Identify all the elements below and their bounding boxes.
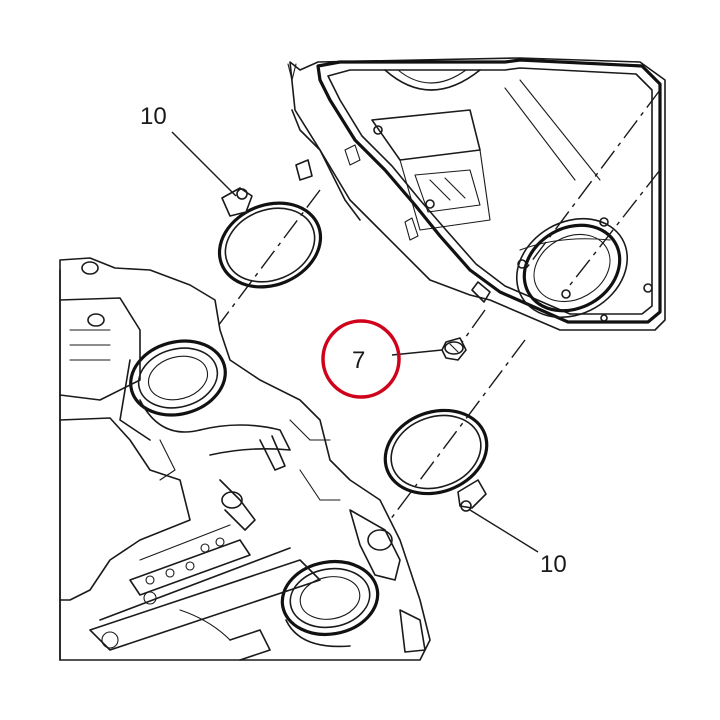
highlight-circle — [321, 319, 401, 399]
clamp-bottom — [383, 408, 489, 512]
callout-clamp-bottom: 10 — [540, 551, 567, 578]
airbox-cover — [287, 57, 666, 331]
centerline-cover-2 — [569, 169, 661, 286]
engine-assembly — [59, 257, 431, 661]
leader-clamp-top — [171, 131, 237, 197]
centerline-bolt — [459, 309, 486, 346]
callout-clamp-top: 10 — [140, 103, 167, 130]
bolt — [441, 337, 467, 361]
clamp-top — [217, 187, 323, 289]
callout-bolt: 7 — [352, 347, 365, 374]
leader-clamp-bottom — [469, 509, 539, 553]
